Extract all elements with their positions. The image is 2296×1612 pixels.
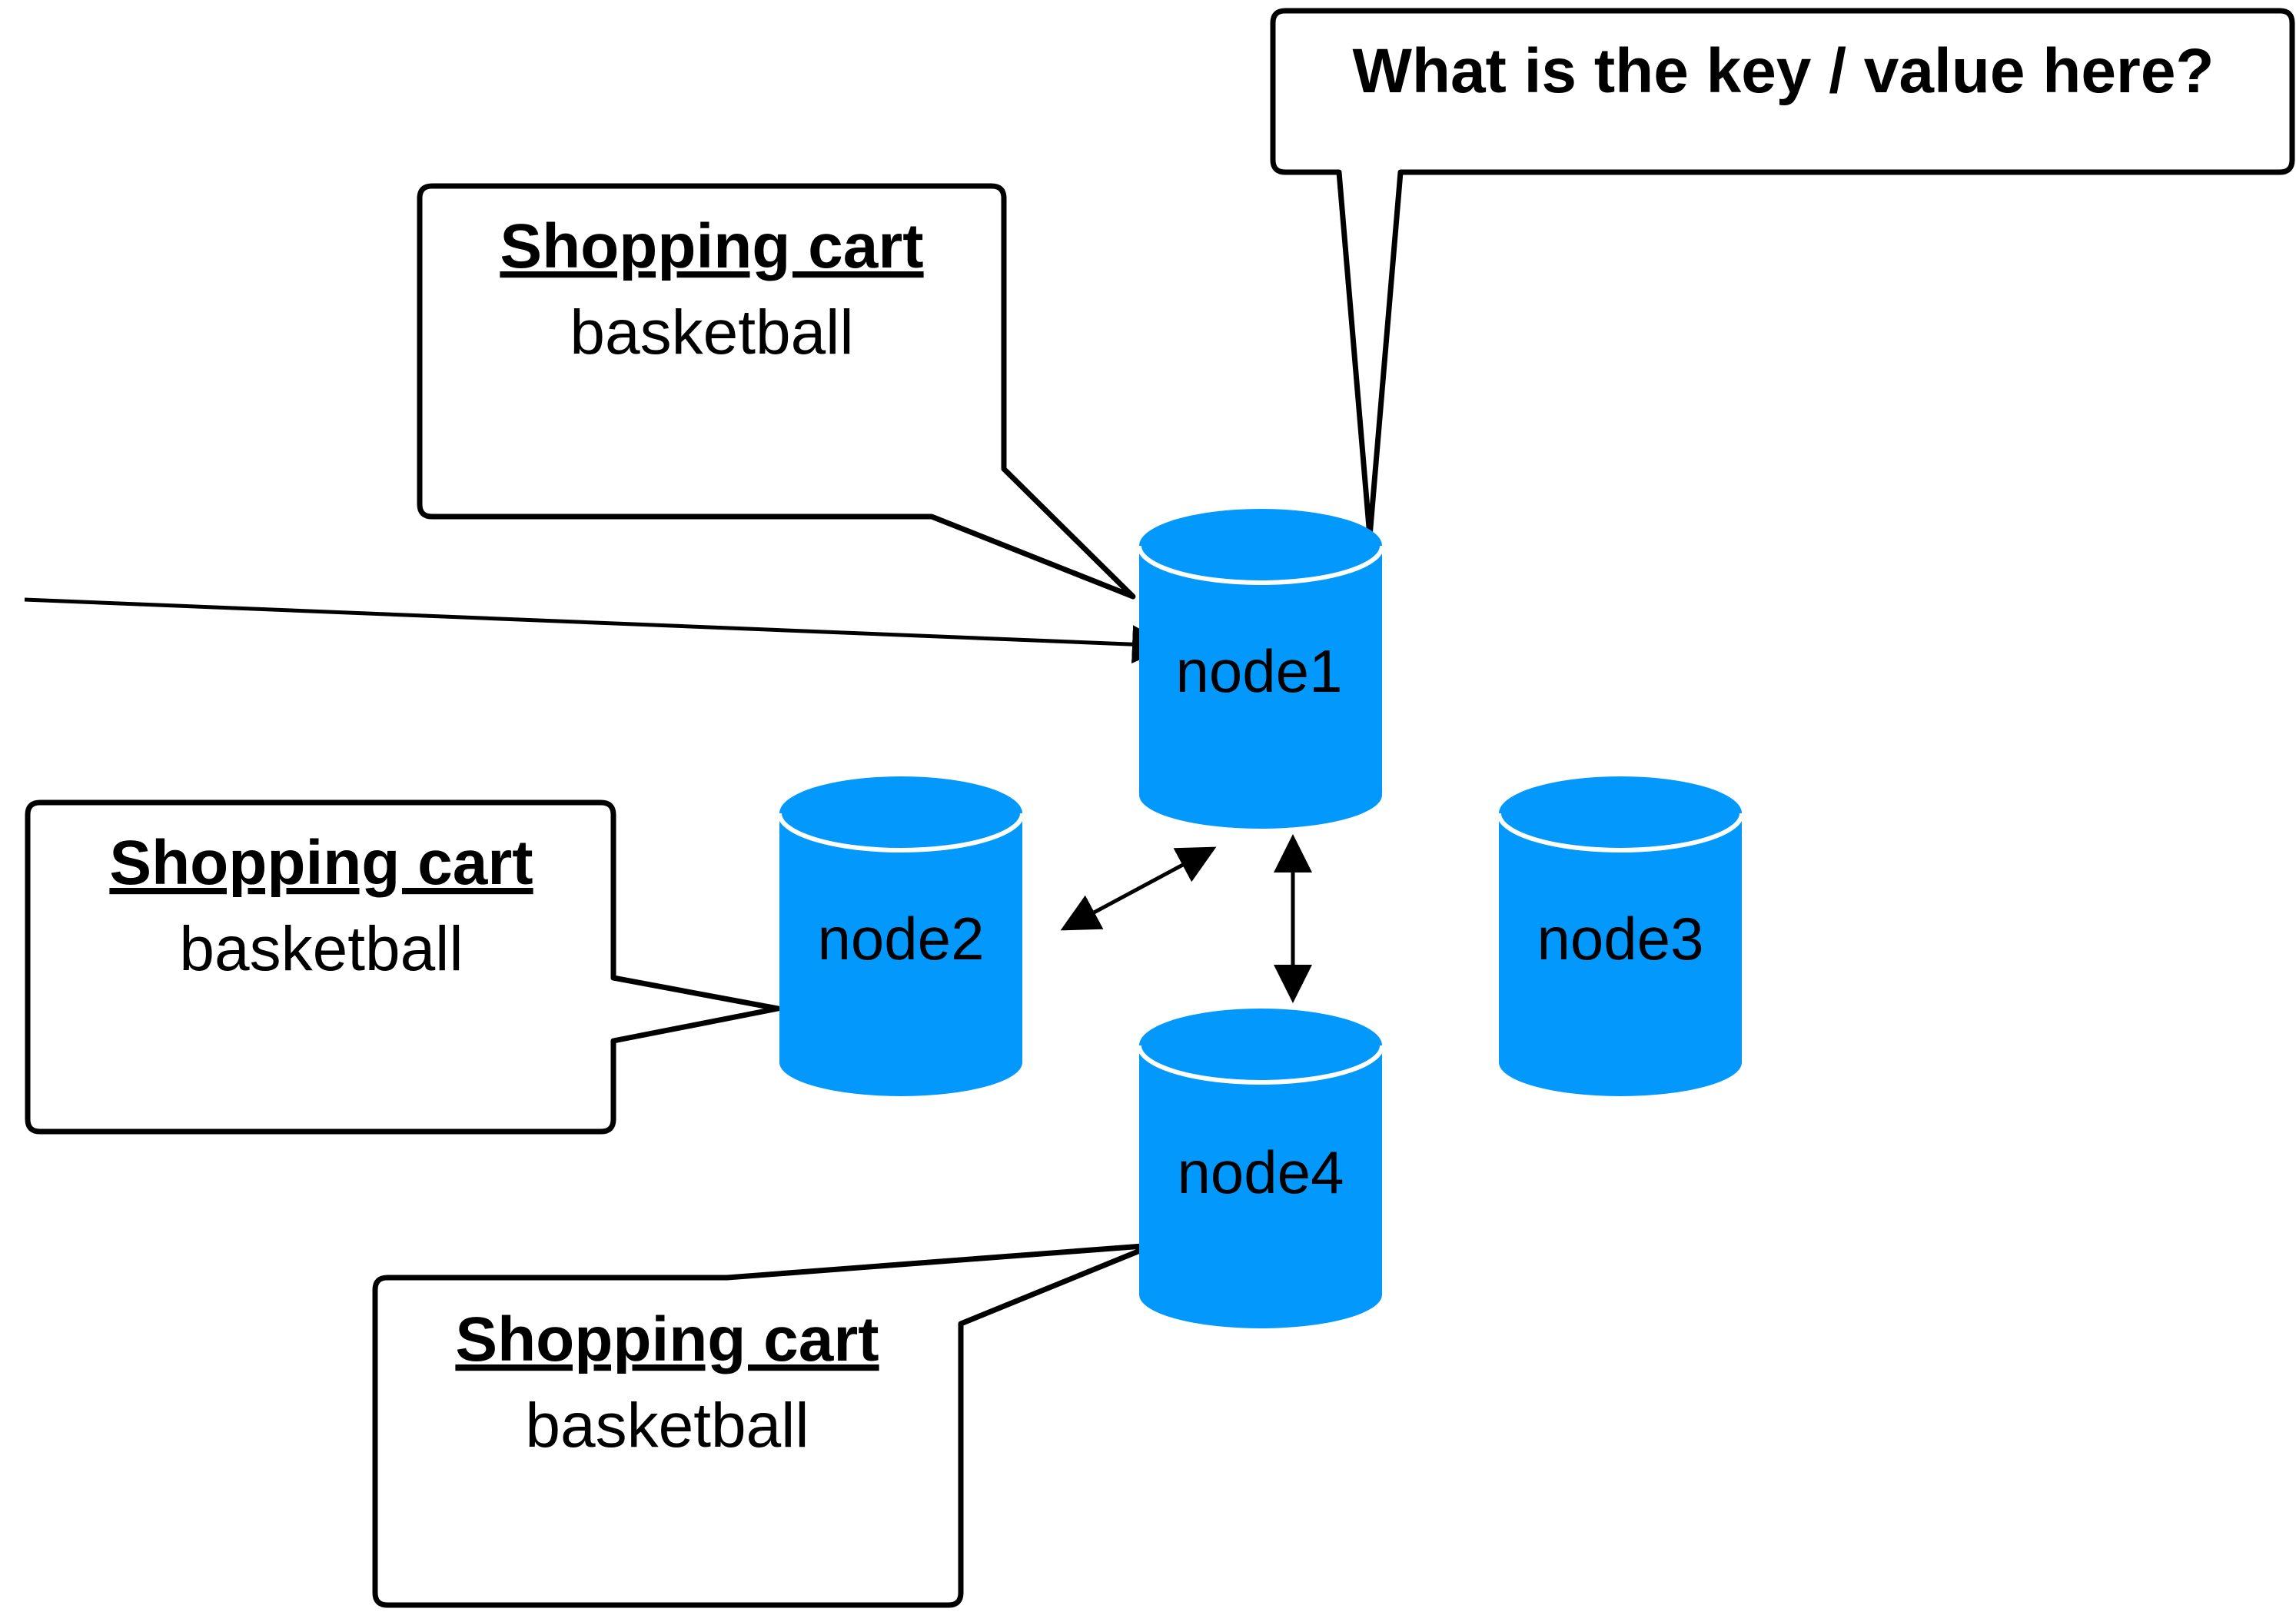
- client-to-node1-arrow: [24, 597, 1171, 664]
- shopping-cart-callout-3: Shopping cart basketball: [372, 1242, 1156, 1608]
- node3-cylinder-rim: [1497, 813, 1744, 853]
- node4-database-icon: node4: [1137, 1009, 1384, 1328]
- node1-cylinder-top: [1139, 509, 1382, 583]
- edges: [24, 597, 1312, 1003]
- shopping-cart-callout-2: Shopping cart basketball: [25, 799, 781, 1135]
- shopping-cart-callout-1: Shopping cart basketball: [417, 183, 1136, 600]
- node1-cylinder-body: [1139, 546, 1382, 829]
- node4-cylinder-rim: [1137, 1045, 1384, 1085]
- callout-2-body: basketball: [179, 914, 463, 984]
- callout-1-title: Shopping cart: [500, 211, 923, 281]
- question-callout: What is the key / value here?: [1270, 8, 2295, 540]
- callout-2-title: Shopping cart: [109, 828, 533, 898]
- node3-cylinder-body: [1499, 813, 1742, 1096]
- node2-cylinder-top: [779, 776, 1022, 850]
- node1-node2-double-arrow: [1060, 846, 1217, 931]
- node2-database-icon: node2: [777, 776, 1025, 1096]
- node2-cylinder-body: [779, 813, 1022, 1096]
- node1-cylinder-rim: [1137, 545, 1384, 585]
- question-text: What is the key / value here?: [1352, 36, 2214, 106]
- question-callout-shape: [1270, 8, 2295, 540]
- callout-1-body: basketball: [570, 297, 853, 367]
- node4-cylinder-body: [1139, 1045, 1382, 1328]
- callout-1-shape: [417, 183, 1136, 600]
- node2-label: node2: [818, 905, 985, 972]
- callout-3-title: Shopping cart: [455, 1305, 879, 1374]
- node1-label: node1: [1176, 637, 1343, 705]
- callout-2-shape: [25, 799, 781, 1135]
- node3-database-icon: node3: [1497, 776, 1744, 1096]
- node4-cylinder-top: [1139, 1009, 1382, 1082]
- node3-label: node3: [1537, 905, 1704, 972]
- callout-3-shape: [372, 1242, 1156, 1608]
- callout-3-body: basketball: [525, 1391, 809, 1461]
- node2-cylinder-rim: [777, 813, 1025, 853]
- node4-label: node4: [1178, 1138, 1344, 1206]
- node3-cylinder-top: [1499, 776, 1742, 850]
- node1-database-icon: node1: [1137, 509, 1384, 829]
